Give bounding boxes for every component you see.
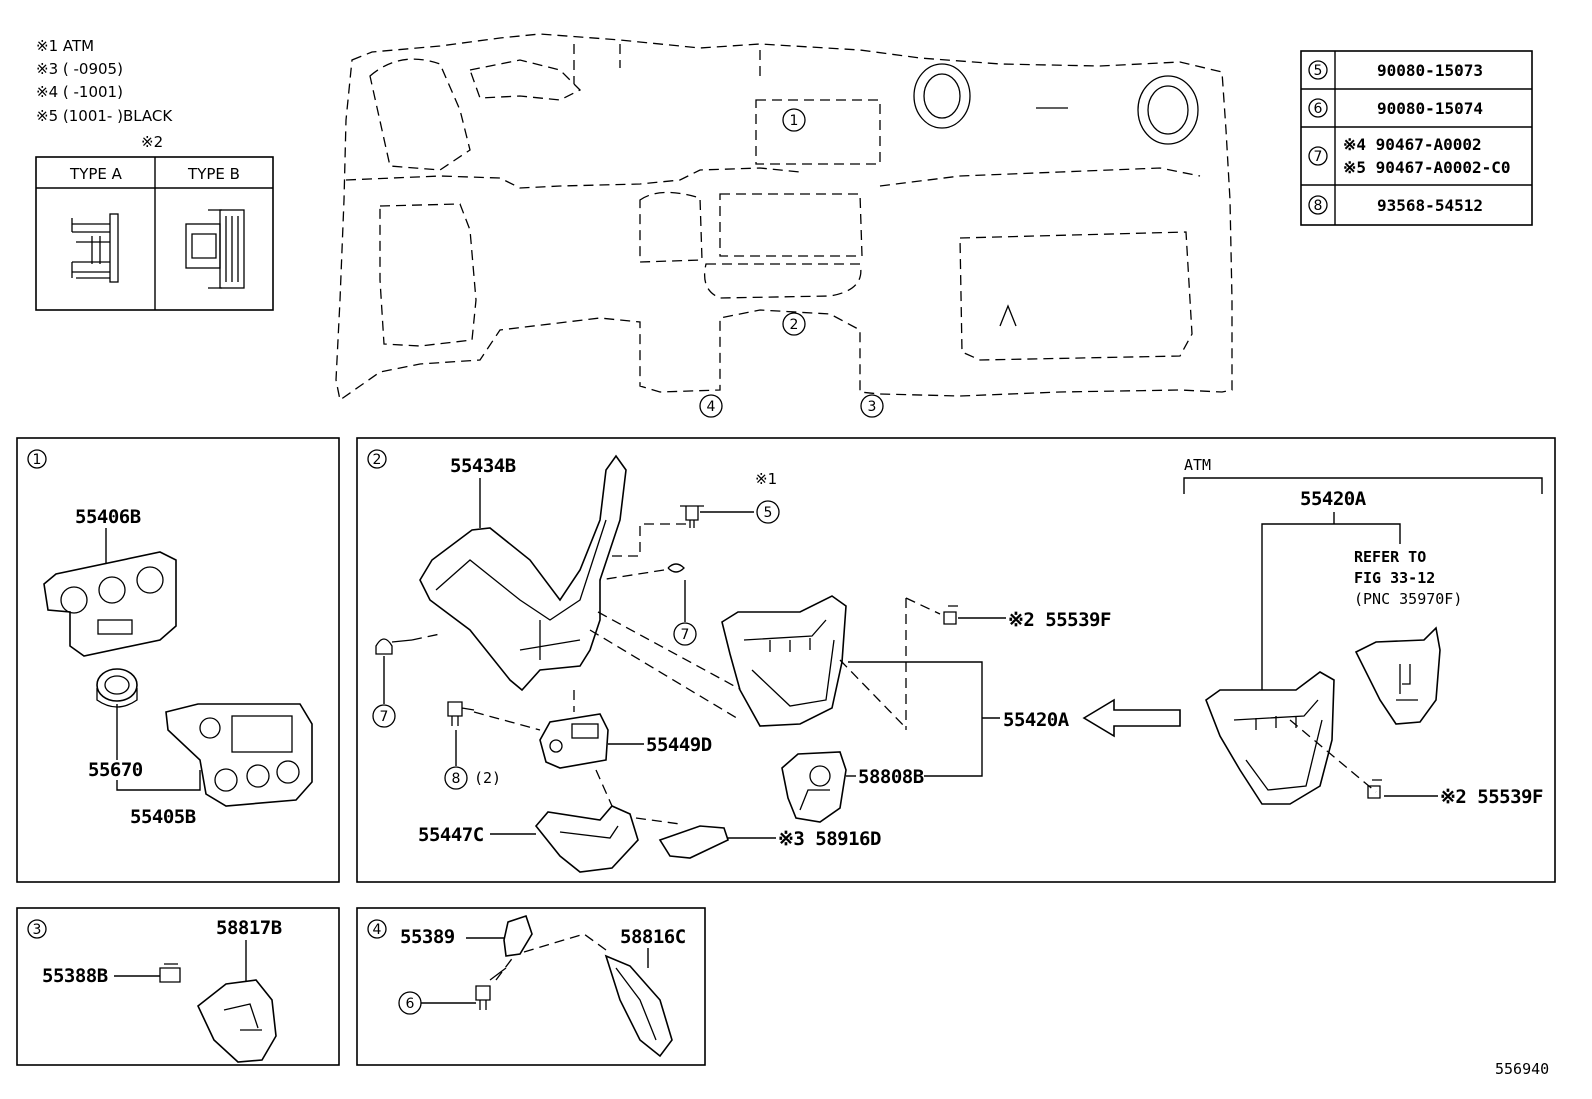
panel-3: 3 58817B 55388B — [16, 907, 340, 1066]
ref-8-callout: 8 — [452, 771, 461, 787]
replace-arrow — [1082, 698, 1181, 738]
tray-mat — [658, 825, 729, 859]
panel-3-frame — [16, 907, 340, 1066]
bolt-ref-6: 6 — [1314, 101, 1323, 117]
overview-ref-2: 2 — [790, 317, 799, 333]
ref-5-callout: 5 — [764, 505, 773, 521]
part-55420a-right: 55420A — [1300, 488, 1367, 510]
bolt-ref-7: 7 — [1314, 149, 1323, 165]
bracket-55389 — [503, 914, 533, 957]
part-55405b: 55405B — [130, 806, 196, 828]
ref-7-left: 7 — [380, 709, 389, 725]
panel-2: 2 55434B ※1 5 7 7 8 (2) — [356, 437, 1556, 883]
bolt-table: 5 90080-15073 6 90080-15074 7 ※4 90467-A… — [1300, 50, 1533, 226]
overview-ref-1: 1 — [790, 113, 799, 129]
switch-bezel — [539, 713, 609, 769]
panel-1: 1 55406B 55670 55405B — [16, 437, 340, 883]
part-55449d: 55449D — [646, 734, 712, 756]
atm-shift-panel — [1205, 671, 1335, 805]
ref-7-upper: 7 — [681, 627, 690, 643]
part-55434b: 55434B — [450, 455, 516, 477]
part-55389: 55389 — [400, 926, 455, 948]
bolt-7-part-a: ※4 90467-A0002 — [1343, 135, 1482, 154]
shift-lever-panel — [721, 595, 847, 727]
atm-indicator-plate — [1354, 626, 1441, 725]
type-table-mark: ※2 — [141, 133, 163, 151]
lower-cover-4 — [604, 954, 673, 1058]
type-table: ※2 TYPE A TYPE B — [35, 133, 274, 311]
type-a-label: TYPE A — [69, 165, 123, 183]
lower-cover-3 — [197, 979, 277, 1063]
bolt-table-frame — [1300, 50, 1533, 226]
bolt-8-part: 93568-54512 — [1377, 196, 1483, 215]
panel-4-ref: 4 — [373, 922, 382, 938]
panel-1-ref: 1 — [33, 452, 42, 468]
part-55406b: 55406B — [75, 506, 141, 528]
part-58816c: 58816C — [620, 926, 686, 948]
center-console-body — [419, 454, 627, 692]
note-3: ※3 ( -0905) — [36, 60, 123, 78]
instrument-panel-overview: 1 2 3 4 — [335, 33, 1233, 418]
overview-ref-3: 3 — [868, 399, 877, 415]
part-55670: 55670 — [88, 759, 143, 781]
mark-1: ※1 — [755, 470, 777, 488]
panel-4: 4 55389 58816C 6 — [356, 907, 706, 1066]
ref-8-qty: (2) — [474, 769, 501, 787]
bolt-5-part: 90080-15073 — [1377, 61, 1483, 80]
refer-line-2: FIG 33-12 — [1354, 569, 1435, 587]
heater-control-panel — [43, 551, 177, 657]
part-55420a-left: 55420A — [1003, 709, 1070, 731]
center-cluster-panel — [165, 703, 313, 807]
atm-label: ATM — [1184, 456, 1211, 474]
part-55447c: 55447C — [418, 824, 484, 846]
panel-1-frame — [16, 437, 340, 883]
note-5: ※5 (1001- )BLACK — [36, 107, 173, 125]
part-58916d: ※3 58916D — [778, 828, 881, 850]
part-58808b: 58808B — [858, 766, 924, 788]
part-55388b: 55388B — [42, 965, 108, 987]
bolt-7-part-b: ※5 90467-A0002-C0 — [1343, 158, 1511, 177]
refer-line-3: (PNC 35970F) — [1354, 590, 1462, 608]
panel-2-frame — [356, 437, 1556, 883]
part-58817b: 58817B — [216, 917, 282, 939]
panel-2-ref: 2 — [373, 452, 382, 468]
note-1: ※1 ATM — [36, 37, 94, 55]
overview-ref-4: 4 — [707, 399, 716, 415]
figure-id: 556940 — [1495, 1060, 1549, 1078]
ref-6-callout: 6 — [406, 996, 415, 1012]
bolt-6-part: 90080-15074 — [1377, 99, 1483, 118]
bolt-ref-8: 8 — [1314, 198, 1323, 214]
refer-line-1: REFER TO — [1354, 548, 1426, 566]
notes-block: ※1 ATM ※3 ( -0905) ※4 ( -1001) ※5 (1001-… — [36, 37, 173, 125]
round-register-vent — [96, 668, 138, 702]
bolt-ref-5: 5 — [1314, 63, 1323, 79]
type-b-label: TYPE B — [187, 165, 240, 183]
panel-4-frame — [356, 907, 706, 1066]
panel-3-ref: 3 — [33, 922, 42, 938]
part-55539f-lower: ※2 55539F — [1440, 786, 1543, 808]
shift-boot — [781, 751, 847, 823]
type-b-clip — [185, 209, 245, 289]
console-tray — [534, 805, 639, 873]
note-4: ※4 ( -1001) — [36, 83, 123, 101]
type-a-clip — [71, 213, 119, 283]
part-55539f-upper: ※2 55539F — [1008, 609, 1111, 631]
